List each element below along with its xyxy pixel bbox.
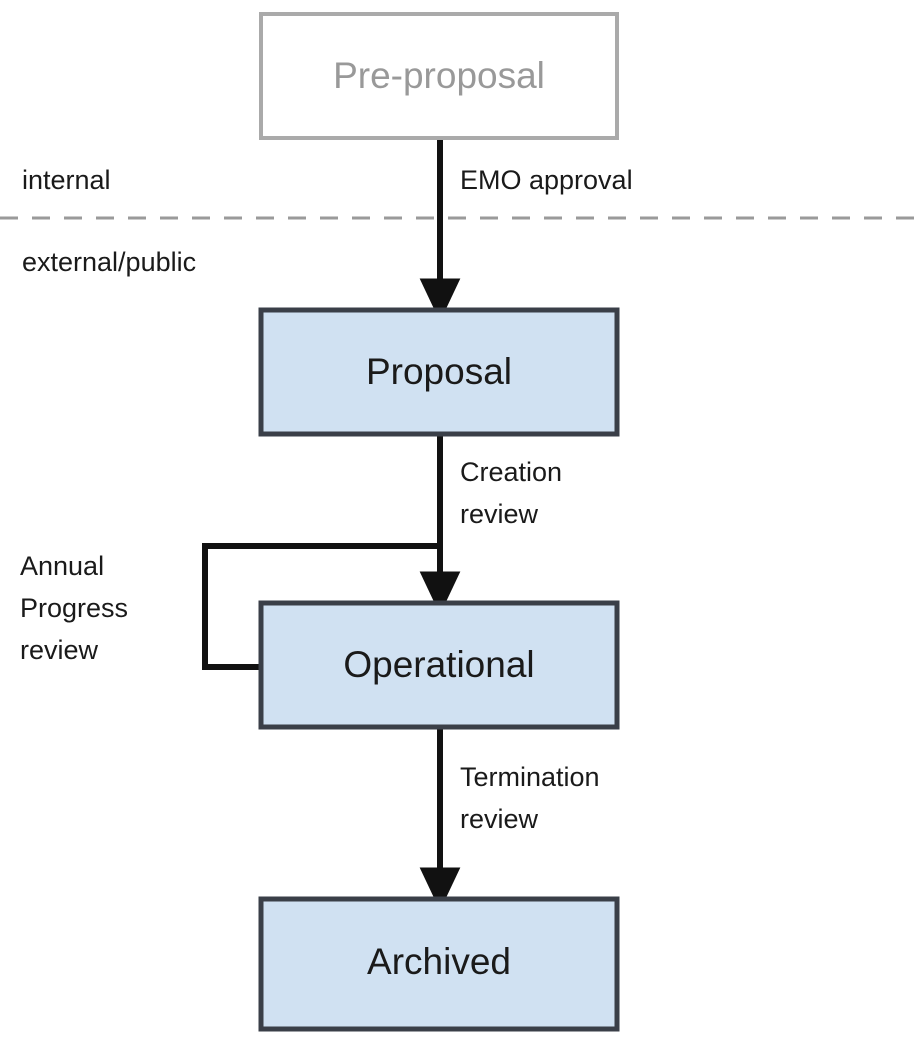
edge-label-annual-progress-review-line2: Progress	[20, 593, 128, 623]
edge-label-annual-progress-review-line3: review	[20, 635, 99, 665]
node-operational-label: Operational	[343, 644, 534, 685]
edge-label-annual-progress-review-line1: Annual	[20, 551, 104, 581]
edge-label-termination-review-line2: review	[460, 804, 539, 834]
zone-label-internal: internal	[22, 165, 111, 195]
node-archived-box	[258, 896, 620, 1032]
node-proposal-label: Proposal	[366, 351, 512, 392]
node-operational-box	[258, 600, 620, 730]
node-archived[interactable]: Archived	[258, 896, 620, 1032]
edge-annual-progress-review-path	[202, 543, 440, 670]
edge-label-emo-approval: EMO approval	[460, 165, 633, 195]
edge-label-creation-review-line1: Creation	[460, 457, 562, 487]
node-pre-proposal-label: Pre-proposal	[333, 55, 545, 96]
node-proposal-box	[258, 307, 620, 437]
node-archived-label: Archived	[367, 941, 511, 982]
zone-label-external-public: external/public	[22, 247, 196, 277]
node-proposal[interactable]: Proposal	[258, 307, 620, 437]
node-operational[interactable]: Operational	[258, 600, 620, 730]
edge-label-creation-review-line2: review	[460, 499, 539, 529]
edge-label-termination-review-line1: Termination	[460, 762, 600, 792]
node-pre-proposal[interactable]: Pre-proposal	[259, 12, 619, 140]
node-pre-proposal-box	[259, 12, 619, 140]
